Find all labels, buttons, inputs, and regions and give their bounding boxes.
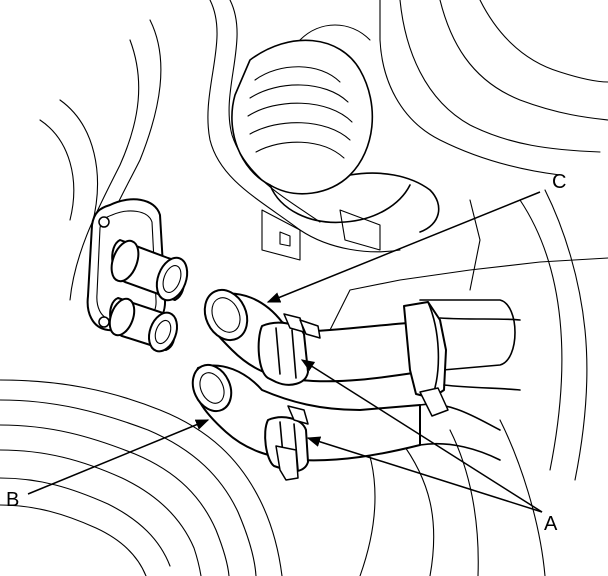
leader-line-a-lower <box>306 436 543 513</box>
leader-lines <box>27 191 543 513</box>
callout-label-a: A <box>544 513 558 535</box>
leader-line-c <box>266 191 541 303</box>
line-bracket <box>403 301 521 417</box>
upper-cooler-pipe <box>110 239 189 302</box>
leader-line-b <box>27 419 210 495</box>
hose-clamp-upper <box>257 313 321 386</box>
hose-clamp-lower <box>264 405 309 481</box>
hose-c <box>203 288 516 383</box>
callout-label-b: B <box>6 489 19 511</box>
callout-label-c: C <box>552 171 566 193</box>
leader-line-a-upper <box>300 359 543 513</box>
drive-boot <box>231 24 440 233</box>
lower-cooler-pipe <box>108 297 179 353</box>
hose-b <box>191 363 501 462</box>
